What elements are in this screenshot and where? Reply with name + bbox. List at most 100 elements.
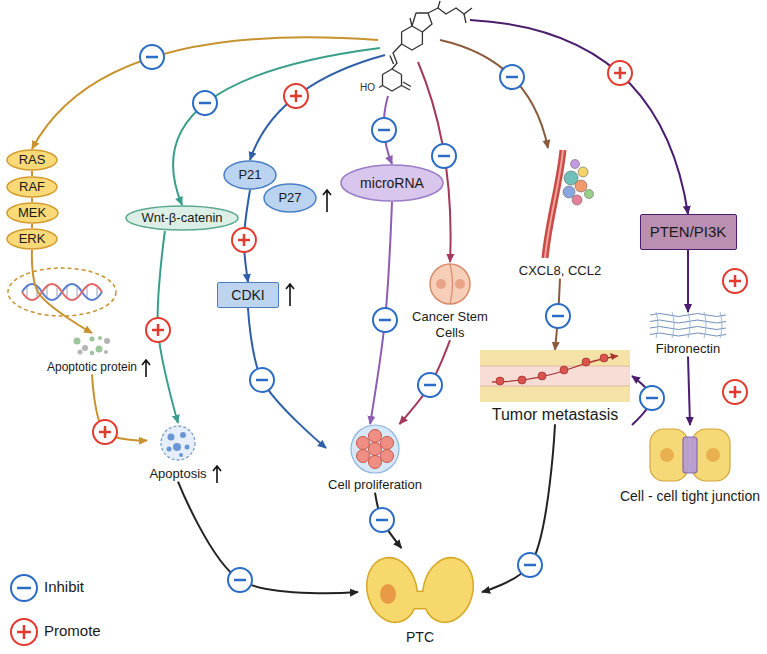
icon-art <box>417 553 479 627</box>
node-label: Fibronectin <box>656 341 720 357</box>
icon-art <box>672 312 674 338</box>
inhibit-symbol <box>250 368 274 392</box>
node-label: CDKI <box>231 287 264 304</box>
icon-art <box>90 351 94 355</box>
vitamin-d-molecule <box>392 44 402 69</box>
node-label: Tumor metastasis <box>492 405 619 424</box>
ellipse-shape <box>7 203 58 223</box>
node-label: Cell proliferation <box>328 477 422 493</box>
connector-arrow <box>178 482 358 594</box>
icon-art <box>74 338 81 345</box>
ellipse-shape <box>264 184 316 212</box>
promote-symbol <box>608 61 632 85</box>
legend-label: Promote <box>44 622 101 640</box>
icon-art <box>361 553 423 627</box>
vitamin-d-molecule <box>428 8 472 14</box>
promote-symbol <box>232 228 256 252</box>
apoptosis-node: Apoptosis <box>147 423 209 482</box>
icon-art <box>650 429 688 481</box>
protein-ellipse: P27 <box>263 183 317 213</box>
promote-symbol <box>232 228 256 252</box>
dna-illustration <box>97 288 98 296</box>
promote-symbol <box>295 90 298 102</box>
node-icon <box>360 548 480 626</box>
promote-symbol <box>723 380 747 404</box>
inhibit-symbol <box>146 56 158 59</box>
icon-art <box>173 443 181 451</box>
promote-symbol <box>723 269 747 293</box>
icon-art <box>104 350 108 354</box>
inhibit-symbol <box>373 308 397 332</box>
inhibit-symbol <box>506 76 518 79</box>
connector-arrow <box>31 171 33 176</box>
inhibit-symbol <box>256 379 268 382</box>
node-icon <box>648 425 732 485</box>
icon-art <box>571 160 580 169</box>
node-icon <box>349 424 401 474</box>
icon-art <box>692 429 730 481</box>
promote-symbol <box>734 275 737 287</box>
icon-art <box>430 264 470 304</box>
icon-art <box>563 186 575 198</box>
ellipse-shape <box>341 165 443 201</box>
connector-arrow <box>482 424 555 592</box>
inhibit-symbol <box>140 45 164 69</box>
icon-art <box>380 584 396 604</box>
inhibit-symbol <box>438 155 450 158</box>
icon-art <box>610 353 618 360</box>
vitamin-d-molecule <box>403 82 411 87</box>
icon-art <box>436 279 446 289</box>
promote-symbol <box>284 84 308 108</box>
icon-art <box>430 264 470 304</box>
inhibit-symbol <box>372 118 396 142</box>
node-label: PTC <box>406 629 434 646</box>
node-label: ERK <box>19 231 46 247</box>
vitamin-d-molecule <box>410 18 412 26</box>
icon-art <box>161 426 195 460</box>
icon-art <box>480 366 630 386</box>
node-label: Cancer Stem Cells <box>408 309 492 340</box>
node-label: P21 <box>238 167 261 183</box>
node-label: RAF <box>19 179 45 195</box>
protein-box: CDKI <box>217 282 279 308</box>
inhibit-symbol <box>500 65 524 89</box>
node-label: RAS <box>19 152 46 168</box>
inhibit-symbol <box>11 575 37 601</box>
connector-arrow <box>687 250 689 312</box>
dna-illustration <box>22 284 102 300</box>
icon-art <box>450 264 453 304</box>
pathway-ellipse: ERK <box>6 228 58 250</box>
vitamin-d-molecule <box>464 14 466 23</box>
vitamin-d-molecule <box>379 1 472 91</box>
node-label: MEK <box>18 205 46 221</box>
connector-arrow <box>400 340 451 424</box>
icon-art <box>582 358 590 366</box>
icon-art <box>98 336 102 340</box>
ellipse-shape <box>7 229 57 249</box>
icon-art <box>720 312 722 338</box>
pathway-ellipse: RAS <box>6 149 58 171</box>
inhibit-symbol <box>234 579 246 582</box>
promote-symbol <box>93 420 117 444</box>
icon-art <box>575 180 587 192</box>
icon-art <box>538 372 546 380</box>
inhibit-symbol <box>432 144 456 168</box>
protein-node: Apoptotic protein <box>45 333 140 374</box>
icon-art <box>168 434 175 441</box>
ellipse-shape <box>126 206 238 230</box>
pathway-arrow <box>250 55 385 160</box>
connector-arrow <box>688 357 690 425</box>
legend-item: Inhibit <box>44 578 84 596</box>
inhibit-symbol <box>379 319 391 322</box>
node-label: Apoptotic protein <box>47 360 137 374</box>
icon-art <box>545 150 594 258</box>
icon-art <box>492 356 618 382</box>
pathway-box: PTEN/PI3K <box>640 214 737 250</box>
inhibit-symbol <box>518 553 542 577</box>
icon-art <box>683 437 697 473</box>
icon-art <box>688 312 690 338</box>
dna-illustration <box>8 268 116 316</box>
ellipse-shape <box>224 161 276 189</box>
icon-art <box>369 456 382 469</box>
pathway-arrow <box>470 20 688 214</box>
